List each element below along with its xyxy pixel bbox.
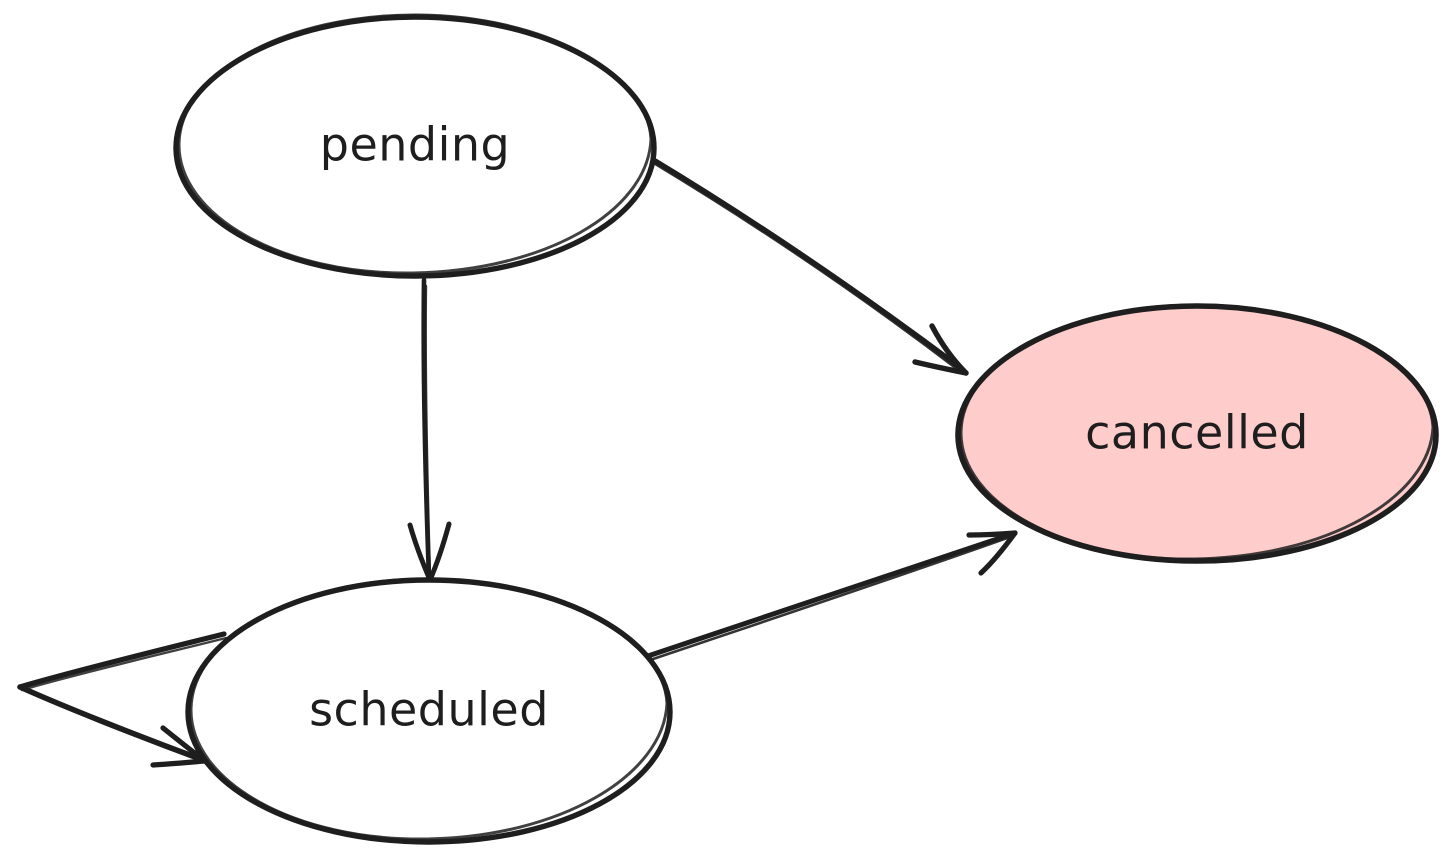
edge-pending-to-scheduled[interactable]	[407, 277, 452, 583]
node-cancelled-shape	[958, 305, 1436, 561]
node-pending[interactable]: pending	[173, 13, 657, 279]
node-cancelled-label: cancelled	[1085, 406, 1309, 460]
edge-scheduled-to-cancelled[interactable]	[645, 530, 1018, 662]
node-scheduled[interactable]: scheduled	[185, 577, 673, 845]
node-pending-label: pending	[320, 118, 511, 172]
node-scheduled-shape	[188, 578, 670, 842]
edge-pending-to-cancelled[interactable]	[649, 156, 969, 376]
node-scheduled-label: scheduled	[309, 683, 549, 737]
edge-scheduled-self-loop[interactable]	[17, 631, 228, 768]
node-pending-shape	[176, 15, 654, 275]
node-cancelled[interactable]: cancelled	[955, 303, 1439, 564]
